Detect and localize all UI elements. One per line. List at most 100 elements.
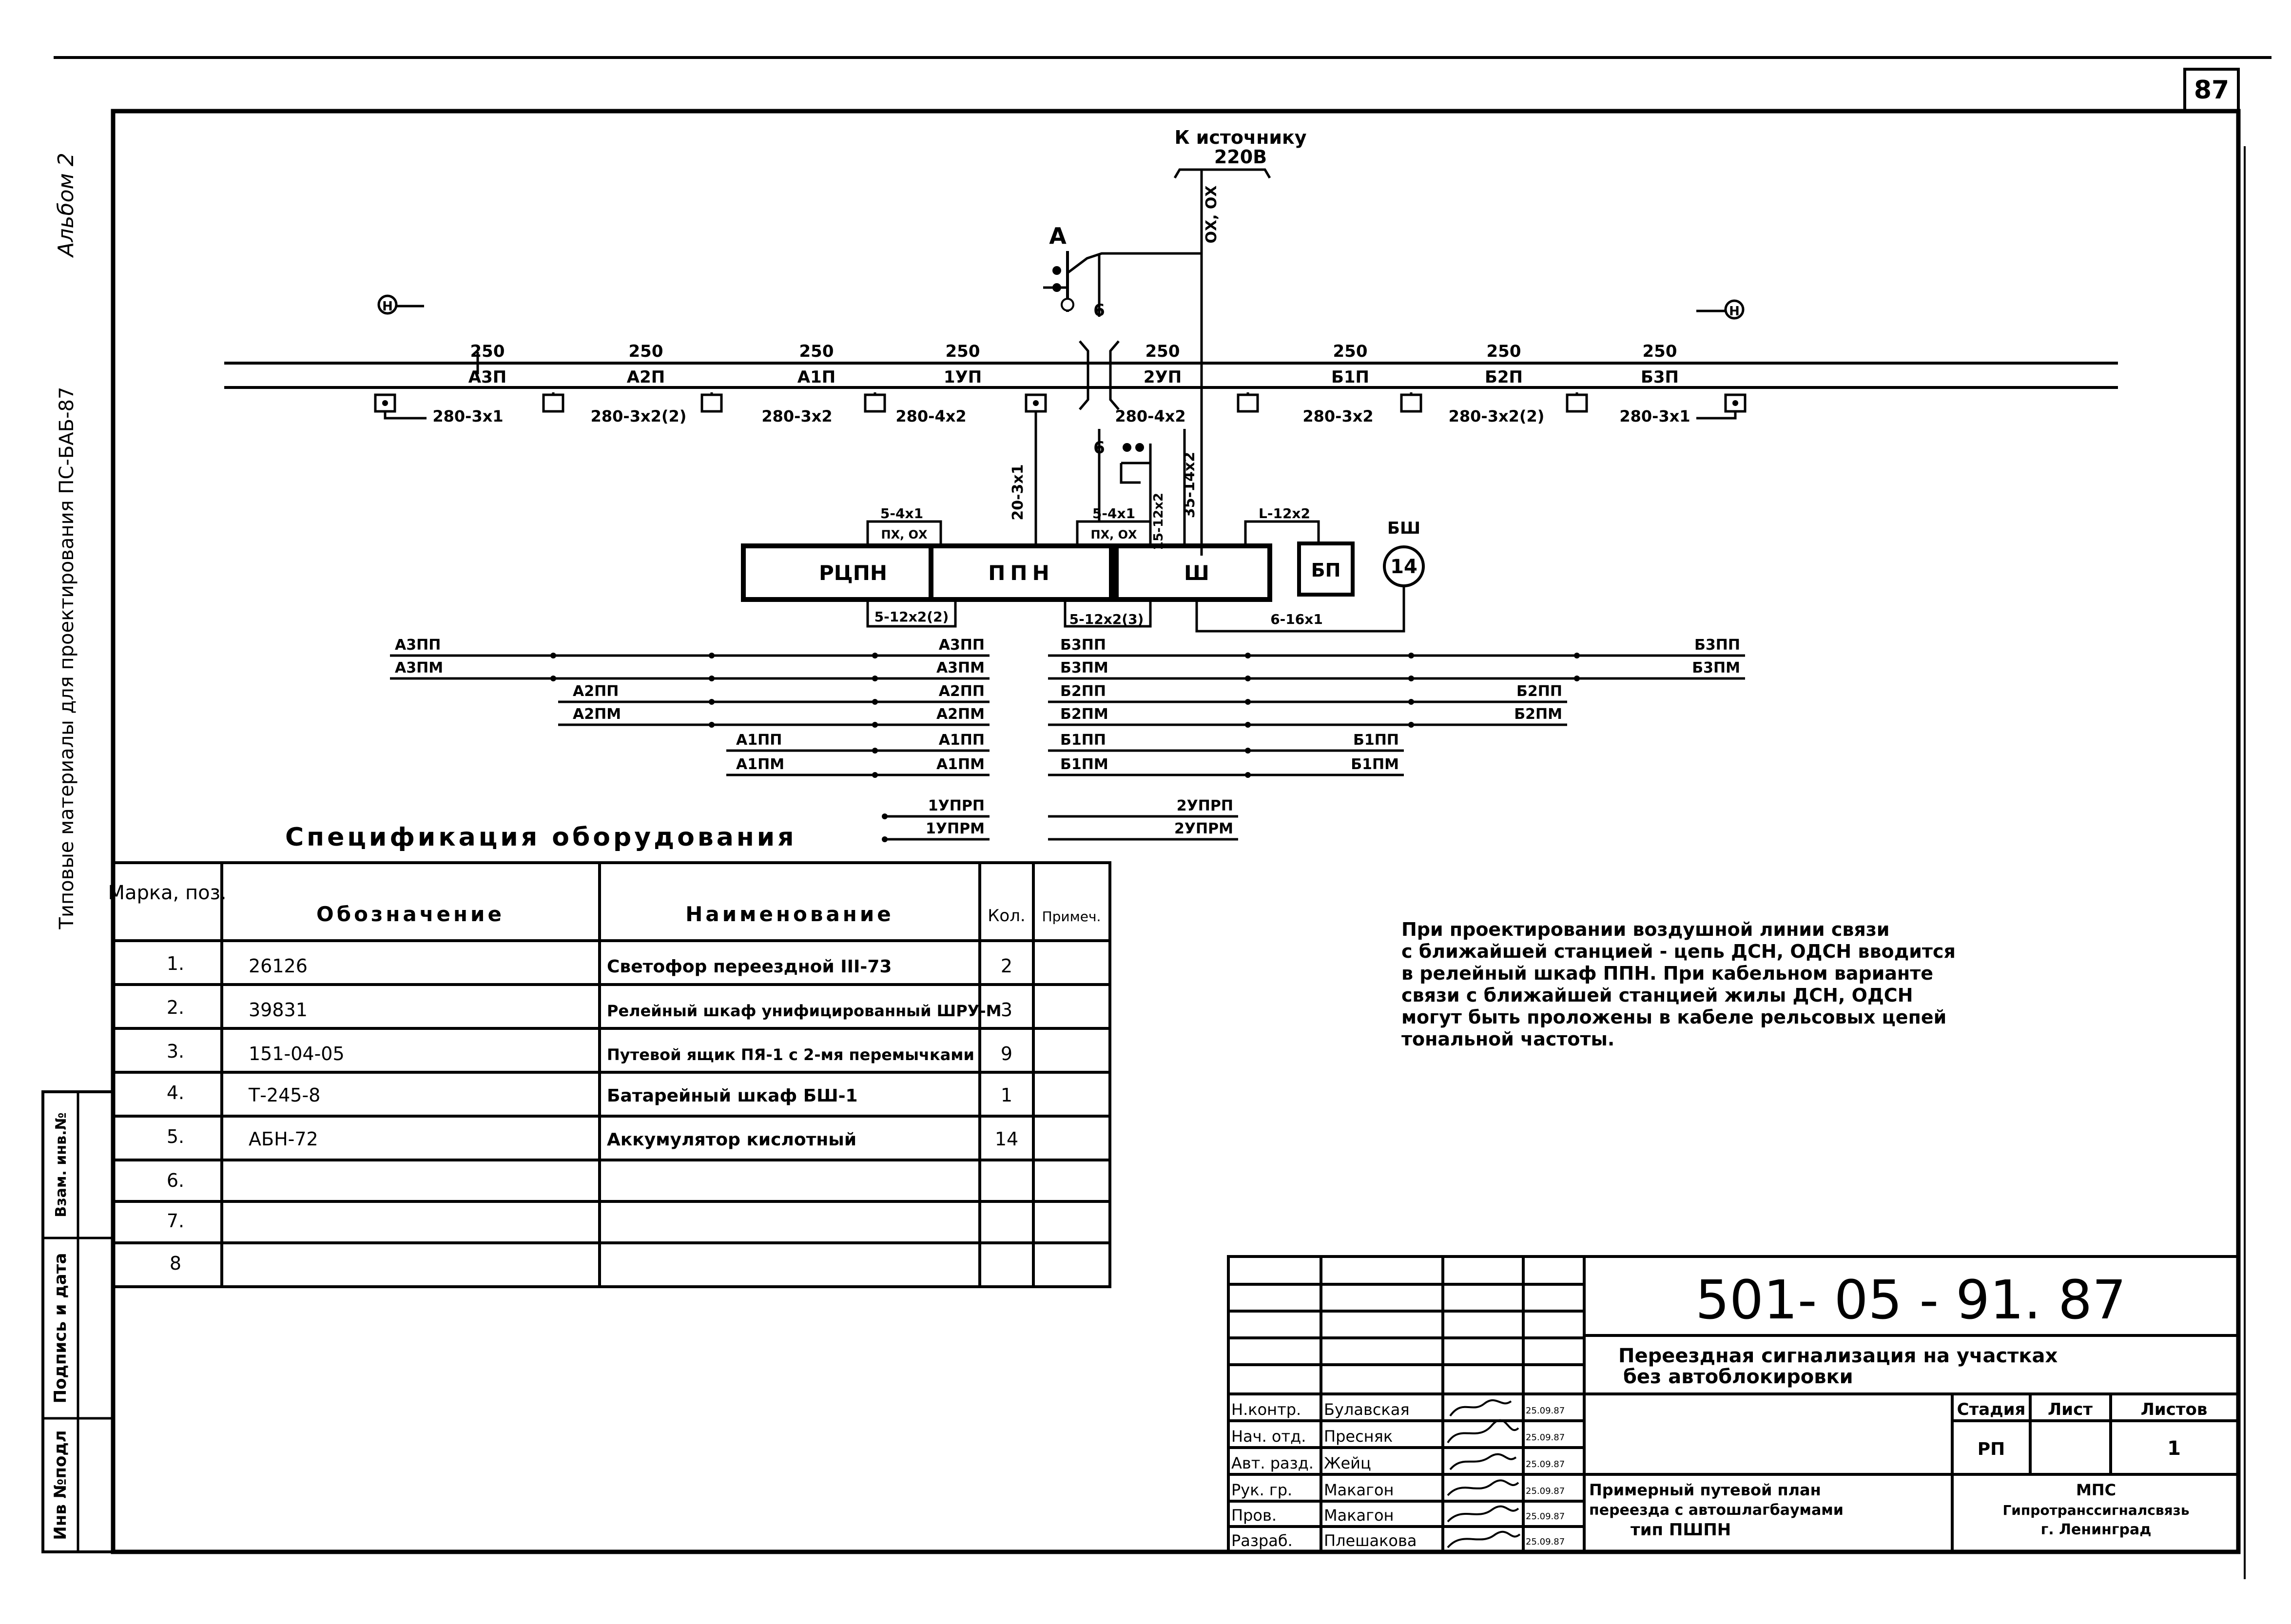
svg-text:1.: 1. (167, 953, 184, 974)
svg-text:Батарейный шкаф БШ-1: Батарейный шкаф БШ-1 (607, 1086, 858, 1106)
title-block-grid (1227, 1255, 2240, 1553)
svg-text:Аккумулятор кислотный: Аккумулятор кислотный (607, 1130, 856, 1150)
svg-text:4.: 4. (167, 1082, 184, 1103)
spec-row: 2. 39831 Релейный шкаф унифицированный Ш… (167, 997, 1012, 1021)
vertical-cable-label-2: 35-14х2 (1181, 452, 1198, 518)
drawing-title-1: Примерный путевой план (1589, 1481, 1821, 1499)
signal-a-label: А (1049, 223, 1067, 249)
page-number: 87 (2194, 76, 2229, 105)
svg-text:Светофор переездной III-73: Светофор переездной III-73 (607, 957, 892, 977)
svg-text:Разраб.: Разраб. (1231, 1531, 1293, 1550)
svg-text:25.09.87: 25.09.87 (1526, 1406, 1565, 1416)
svg-text:2.: 2. (167, 997, 184, 1018)
wire-label: Б3ПП (1694, 637, 1740, 654)
track-length: 250 (1487, 342, 1521, 361)
svg-text:25.09.87: 25.09.87 (1526, 1486, 1565, 1496)
spec-header-note: Примеч. (1042, 909, 1101, 925)
cabinet-ppn (929, 543, 1114, 602)
cabinet-ppn-label: ППН (988, 561, 1054, 585)
svg-text:Авт. разд.: Авт. разд. (1231, 1454, 1314, 1472)
signature-scribbles (1447, 1399, 1521, 1548)
svg-text:с ближайшей станцией - цепь ДС: с ближайшей станцией - цепь ДСН, ОДСН вв… (1401, 941, 1956, 962)
track-boxes (374, 393, 1747, 413)
album-label: Альбом 2 (54, 153, 78, 258)
svg-text:3.: 3. (167, 1041, 184, 1062)
track-length: 250 (1146, 342, 1180, 361)
svg-text:25.09.87: 25.09.87 (1526, 1537, 1565, 1547)
direction-left-label: Н (382, 299, 393, 314)
wire-label: А1ПМ (936, 756, 985, 773)
wire-label: А2ПП (573, 683, 619, 700)
sheets-value: 1 (2167, 1437, 2181, 1460)
svg-text:Пресняк: Пресняк (1324, 1427, 1393, 1446)
rail-cable-label: 280-3х2(2) (1449, 407, 1545, 425)
drawing-title-2: переезда с автошлагбаумами (1589, 1502, 1844, 1519)
wire-label: 1УПРМ (926, 820, 985, 837)
rail-cable-label: 280-3х2 (1302, 407, 1373, 425)
svg-text:Плешакова: Плешакова (1324, 1531, 1417, 1550)
wire-label: А2ПМ (573, 706, 621, 723)
track-length: 250 (946, 342, 980, 361)
org-city: г. Ленинград (2041, 1521, 2152, 1538)
wire-label: Б3ПМ (1692, 659, 1740, 677)
wire-label: А1ПП (736, 732, 782, 749)
wire-bus (390, 654, 1745, 841)
wire-label: Б2ПМ (1060, 706, 1108, 723)
left-stamp-sign: Подпись и дата (51, 1253, 70, 1404)
svg-text:Т-245-8: Т-245-8 (248, 1084, 320, 1106)
spec-row-pos: 8 (170, 1253, 181, 1274)
stage-value: РП (1978, 1439, 2005, 1459)
svg-text:2: 2 (1001, 955, 1012, 977)
spec-row: 5. АБН-72 Аккумулятор кислотный 14 (167, 1126, 1018, 1150)
wire-label: Б2ПМ (1514, 706, 1562, 723)
sheets-label: Листов (2141, 1400, 2208, 1419)
spec-title: Спецификация оборудования (285, 823, 797, 852)
wire-label: 2УПРМ (1174, 820, 1233, 837)
track-section: А1П (797, 367, 835, 387)
track-section: Б3П (1641, 367, 1679, 387)
svg-text:связи с ближайшей станцией жил: связи с ближайшей станцией жилы ДСН, ОДС… (1401, 985, 1913, 1006)
spec-row: 3. 151-04-05 Путевой ящик ПЯ-1 с 2-мя пе… (167, 1041, 1012, 1064)
cable-pxoxb-label: ПХ, ОХ (1091, 528, 1137, 541)
left-stamp-inv: Инв №подл (51, 1430, 70, 1540)
track-section: Б2П (1485, 367, 1523, 387)
signal-b-icon (1120, 443, 1152, 484)
svg-text:Булавская: Булавская (1324, 1400, 1410, 1419)
cabinet-bp (1297, 541, 1355, 597)
spec-row-pos: 6. (167, 1170, 184, 1191)
svg-text:Рук. гр.: Рук. гр. (1231, 1481, 1292, 1499)
svg-text:Пров.: Пров. (1231, 1506, 1277, 1525)
direction-right-label: Н (1729, 304, 1740, 319)
wire-label: 2УПРП (1177, 797, 1233, 814)
cable-5-4b-label: 5-4х1 (1092, 505, 1135, 522)
svg-text:Н.контр.: Н.контр. (1231, 1400, 1301, 1419)
cable-6-16-label: 6-16х1 (1270, 611, 1323, 627)
svg-text:26126: 26126 (249, 955, 308, 977)
wire-label: А3ПМ (395, 659, 443, 677)
wire-label: 1УПРП (928, 797, 985, 814)
track-section: 1УП (944, 367, 982, 387)
vertical-cable-label-1: 20-3х1 (1010, 464, 1027, 520)
source-label: К источнику (1174, 127, 1306, 148)
wire-label: А3ПП (395, 637, 441, 654)
svg-text:1: 1 (1001, 1084, 1012, 1106)
track-section: А3П (468, 367, 506, 387)
wire-label: Б1ПМ (1060, 756, 1108, 773)
cabinet-bp-label: БП (1311, 560, 1341, 581)
wire-label: А2ПП (939, 683, 985, 700)
rail-cable-label: 280-3х2(2) (591, 407, 687, 425)
rail-cable-label: 280-4х2 (895, 407, 966, 425)
svg-text:Нач. отд.: Нач. отд. (1231, 1427, 1306, 1446)
svg-text:Релейный шкаф унифицированный: Релейный шкаф унифицированный ШРУ-М (607, 1002, 1001, 1020)
drawing-title-3: тип ПШПН (1631, 1520, 1731, 1540)
page-number-box (2183, 68, 2240, 113)
track-length: 250 (629, 342, 663, 361)
svg-text:9: 9 (1001, 1043, 1012, 1064)
svg-text:151-04-05: 151-04-05 (249, 1043, 345, 1064)
cabinet-links (866, 520, 1405, 633)
signal-a-cable-count: 6 (1093, 301, 1105, 320)
wire-label: А2ПМ (936, 706, 985, 723)
wire-label: Б1ПП (1060, 732, 1106, 749)
spec-table-grid (112, 861, 1111, 1288)
org-ministry: МПС (2076, 1481, 2116, 1499)
